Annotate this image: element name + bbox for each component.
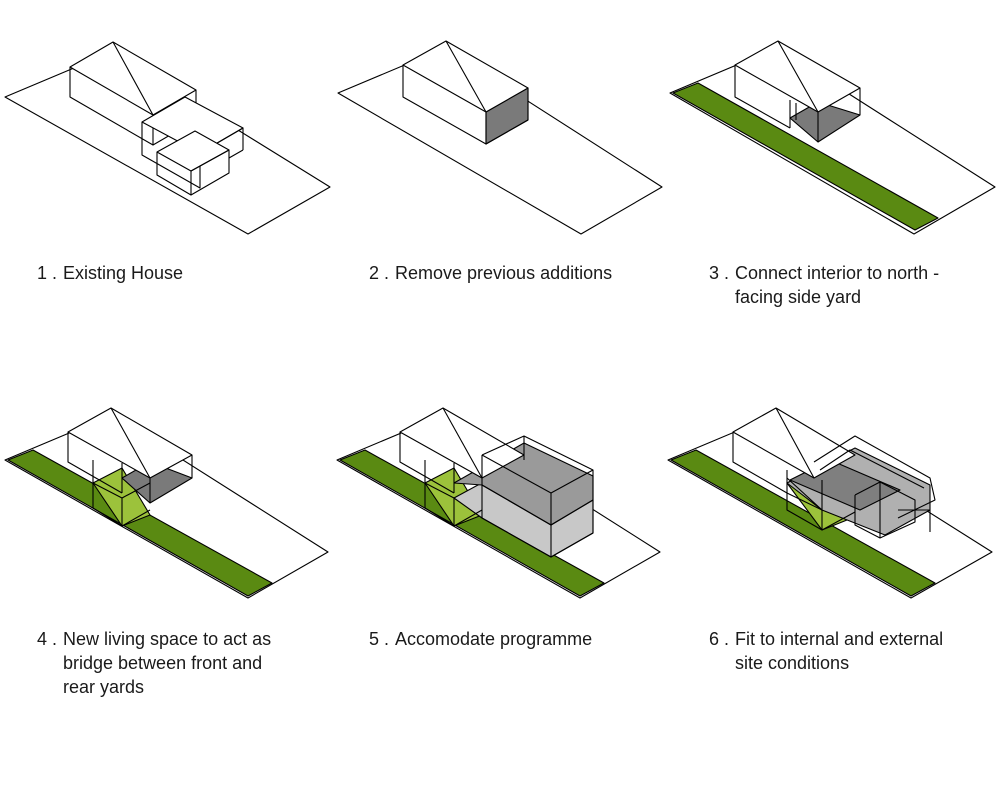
step-number: 4 . — [37, 629, 58, 649]
bridge-floor — [92, 467, 151, 527]
previous-addition-front — [156, 130, 230, 196]
diagram-accomodate-programme — [336, 407, 661, 599]
step-text: Remove previous additions — [395, 263, 613, 283]
step-number: 5 . — [369, 629, 390, 649]
house-block — [732, 407, 856, 494]
bridge-volume — [92, 460, 151, 527]
diagram-remove-additions — [337, 40, 663, 235]
side-yard — [339, 449, 605, 597]
step-number: 1 . — [37, 263, 58, 283]
bridge-volume — [424, 460, 483, 527]
fitted-volume — [786, 435, 936, 539]
side-yard — [672, 82, 939, 231]
step-text: Connect interior to north - facing side … — [735, 263, 940, 307]
diagram-connect-side-yard — [669, 40, 996, 235]
step-number: 2 . — [369, 263, 390, 283]
programme-volume — [481, 435, 594, 558]
step-number: 3 . — [709, 263, 730, 283]
house-block — [734, 40, 861, 142]
step-text: New living space to act as bridge betwee… — [63, 629, 272, 697]
step-text: Accomodate programme — [395, 629, 593, 649]
house-block — [67, 407, 193, 503]
existing-house-block — [69, 41, 197, 146]
side-yard — [670, 449, 936, 597]
original-house-block — [402, 40, 529, 145]
side-yard — [7, 449, 273, 597]
step-number: 6 . — [709, 629, 730, 649]
diagram-existing-house — [4, 41, 331, 235]
step-text: Fit to internal and external site condit… — [735, 629, 944, 673]
diagram-living-bridge — [4, 407, 329, 599]
step-text: Existing House — [63, 263, 184, 283]
diagram-fit-to-site — [667, 407, 993, 599]
